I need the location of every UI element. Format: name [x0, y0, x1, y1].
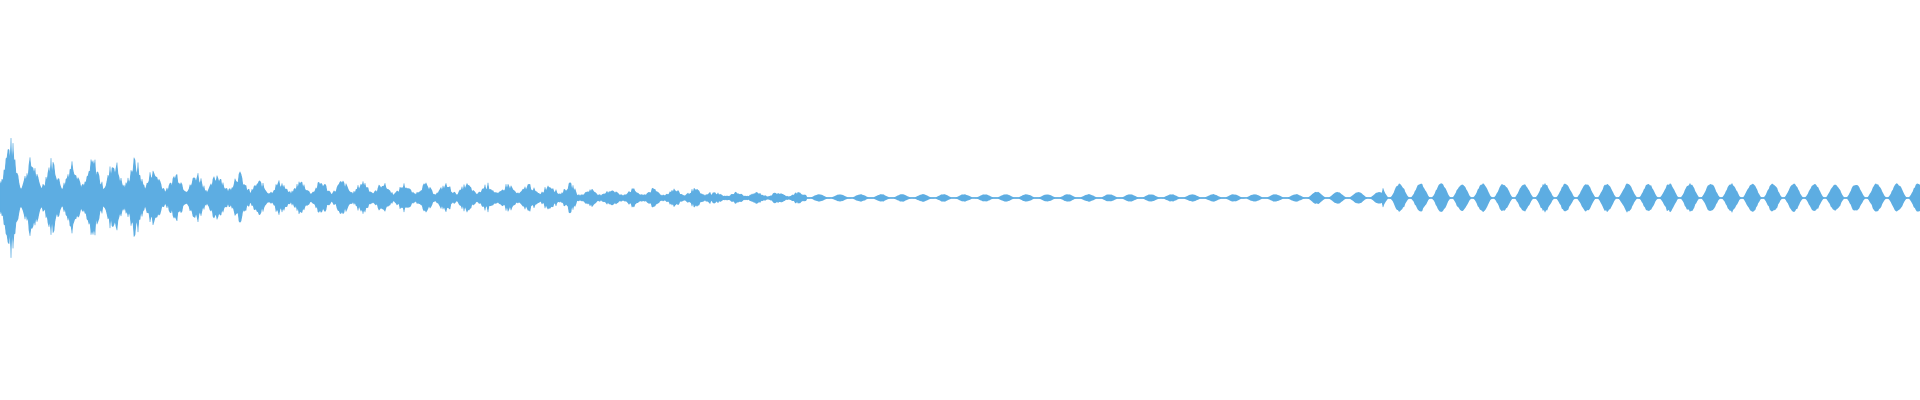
waveform-path — [0, 138, 1920, 258]
